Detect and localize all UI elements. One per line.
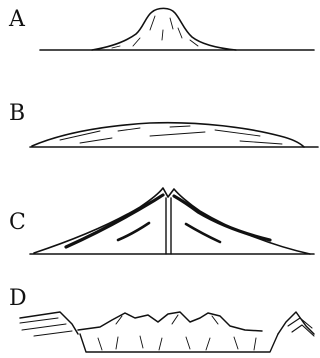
panel-b: B [9,101,318,147]
panel-c-strata-left-2 [118,223,149,240]
panel-c-label: C [9,210,26,235]
panel-d-fracture-lines [98,336,256,350]
panel-d-peak-detail-2 [172,315,178,324]
panel-a-dome-hatching [112,16,198,48]
panel-d-left-rim [20,312,78,334]
panel-a-dome-outline [92,8,236,50]
panel-a-label: A [8,7,26,32]
panel-d-left-strata-2 [22,324,66,330]
panel-d-basin [80,334,278,352]
panel-d-label: D [9,286,27,311]
panel-d-central-peaks [78,312,262,331]
panel-a: A [8,7,314,50]
panel-c: C [9,188,314,254]
panel-d-left-strata-1 [20,318,58,323]
panel-d-left-strata-3 [34,331,72,336]
panel-c-strata-right-2 [186,224,220,242]
panel-b-label: B [9,101,25,126]
panel-d: D [9,286,314,352]
panel-d-peak-detail-3 [212,316,218,324]
